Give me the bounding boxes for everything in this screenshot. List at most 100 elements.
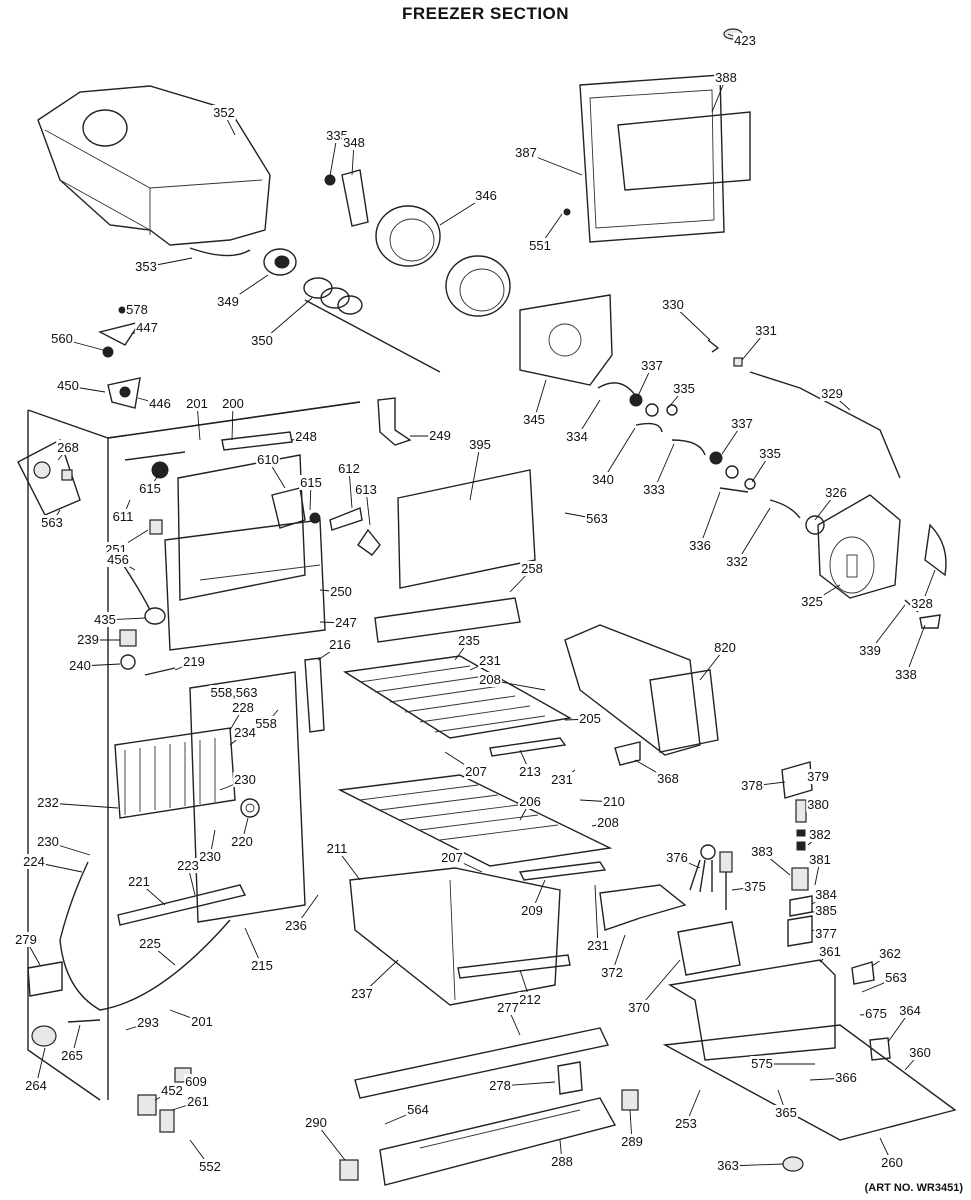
callout-bg-c337b (730, 416, 754, 431)
callout-bg-c224 (22, 854, 46, 869)
callout-bg-c211 (325, 841, 349, 856)
callout-bg-c372 (600, 965, 624, 980)
callout-bg-c290 (304, 1115, 328, 1130)
callout-c384: 384 (815, 887, 837, 902)
callout-bg-c265 (60, 1048, 84, 1063)
callout-bg-c381 (808, 852, 832, 867)
leader-line-c338 (905, 624, 926, 676)
callout-c612: 612 (338, 461, 360, 476)
callout-c388: 388 (715, 70, 737, 85)
part-205-shelf-upper (343, 655, 573, 739)
callout-c368: 368 (657, 771, 679, 786)
callout-bg-c209 (520, 903, 544, 918)
callout-c558_563: 558,563 (211, 685, 258, 700)
part-578-screw (118, 306, 126, 314)
callout-bg-c249 (428, 428, 452, 443)
callout-bg-c264 (24, 1078, 48, 1093)
callout-bg-c247 (334, 615, 358, 630)
callout-c216: 216 (329, 637, 351, 652)
callout-bg-c253 (674, 1116, 698, 1131)
part-289 (621, 1089, 639, 1111)
part-446 (107, 377, 141, 409)
callout-c200: 200 (222, 396, 244, 411)
callout-c236: 236 (285, 918, 307, 933)
callout-bg-c288 (550, 1154, 574, 1169)
callout-bg-c234 (233, 725, 257, 740)
part-363 (782, 1156, 804, 1172)
part-346-drums (375, 205, 511, 317)
callout-bg-c258 (520, 561, 544, 576)
part-328 (924, 523, 947, 577)
callout-c212: 212 (519, 992, 541, 1007)
callout-c332: 332 (726, 554, 748, 569)
callout-bg-c558_563 (209, 685, 259, 700)
callout-c558: 558 (255, 716, 277, 731)
callout-bg-c338 (894, 667, 918, 682)
callout-c609: 609 (185, 1074, 207, 1089)
part-331 (733, 357, 743, 367)
callout-bg-c333 (642, 482, 666, 497)
callout-c260: 260 (881, 1155, 903, 1170)
callout-bg-c820 (713, 640, 737, 655)
callout-bg-c200 (221, 396, 245, 411)
callout-c230b: 230 (37, 834, 59, 849)
part-349 (263, 248, 297, 276)
callout-c230a: 230 (234, 772, 256, 787)
callout-c231c: 231 (587, 938, 609, 953)
callout-c675: 675 (865, 1006, 887, 1021)
callout-c578: 578 (126, 302, 148, 317)
callout-bg-c456 (106, 552, 130, 567)
callout-bg-c278 (488, 1078, 512, 1093)
part-223-heater (117, 884, 247, 926)
part-249-bracket (377, 397, 412, 446)
callout-bg-c268 (56, 440, 80, 455)
part-278 (557, 1061, 583, 1095)
callout-bg-c446 (148, 396, 172, 411)
callout-bg-c353 (134, 259, 158, 274)
callout-bg-c609 (184, 1074, 208, 1089)
callout-c335c: 335 (759, 446, 781, 461)
callout-bg-c376 (665, 850, 689, 865)
callout-c338: 338 (895, 667, 917, 682)
callout-bg-c379 (806, 769, 830, 784)
callout-bg-c563a (585, 511, 609, 526)
callout-c209: 209 (521, 903, 543, 918)
part-820-icemaker (564, 624, 719, 756)
callout-c382: 382 (809, 827, 831, 842)
callout-c207a: 207 (465, 764, 487, 779)
part-224-tube (59, 861, 231, 1011)
callout-bg-c552 (198, 1159, 222, 1174)
callout-c423: 423 (734, 33, 756, 48)
callout-c228: 228 (232, 700, 254, 715)
callout-c225: 225 (139, 936, 161, 951)
callout-c377: 377 (815, 926, 837, 941)
callout-c223: 223 (177, 858, 199, 873)
part-362 (851, 961, 875, 985)
leader-line-c336 (699, 491, 721, 547)
callout-bg-c261 (186, 1094, 210, 1109)
callout-bg-c383 (750, 844, 774, 859)
callout-c331: 331 (755, 323, 777, 338)
callout-c560: 560 (51, 331, 73, 346)
callout-bg-c375 (743, 879, 767, 894)
callout-c206: 206 (519, 794, 541, 809)
callout-bg-c435 (93, 612, 117, 627)
callout-c376: 376 (666, 850, 688, 865)
part-353-wire (189, 247, 251, 257)
callout-c326: 326 (825, 485, 847, 500)
callout-bg-c335b (672, 381, 696, 396)
callout-c372: 372 (601, 965, 623, 980)
part-387-door-frame (579, 74, 725, 243)
callout-bg-c260 (880, 1155, 904, 1170)
callout-bg-c279 (14, 932, 38, 947)
callout-bg-c388 (714, 70, 738, 85)
callout-c345: 345 (523, 412, 545, 427)
callout-bg-c213 (518, 764, 542, 779)
part-220-grommet (240, 798, 260, 818)
callout-bg-c215 (250, 958, 274, 973)
callout-bg-c349 (216, 294, 240, 309)
callout-c366: 366 (835, 1070, 857, 1085)
callout-bg-c248 (294, 429, 318, 444)
callout-c268: 268 (57, 440, 79, 455)
callout-bg-c360 (908, 1045, 932, 1060)
